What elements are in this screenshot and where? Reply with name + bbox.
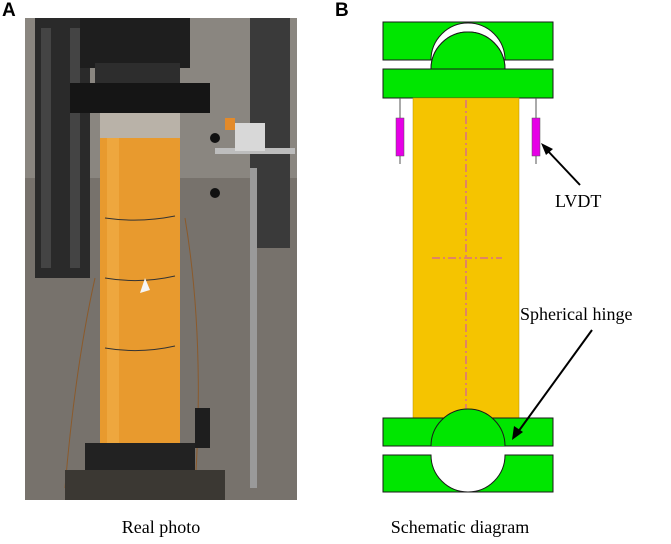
- lvdt-left: [395, 98, 405, 164]
- panel-a-letter: A: [2, 0, 16, 21]
- panel-b-caption: Schematic diagram: [390, 517, 530, 537]
- lvdt-label: LVDT: [555, 191, 601, 211]
- lvdt-right: [531, 98, 541, 164]
- lvdt-arrow: [546, 149, 581, 186]
- schematic-diagram: LVDT Spherical hinge: [382, 21, 632, 493]
- panel-a-caption: Real photo: [121, 517, 201, 537]
- hinge-label: Spherical hinge: [520, 304, 632, 324]
- real-photo: [25, 18, 297, 500]
- panel-b-letter: B: [335, 0, 349, 21]
- bottom-plate: [382, 408, 554, 493]
- hinge-arrow: [517, 329, 593, 433]
- top-plate: [382, 21, 554, 99]
